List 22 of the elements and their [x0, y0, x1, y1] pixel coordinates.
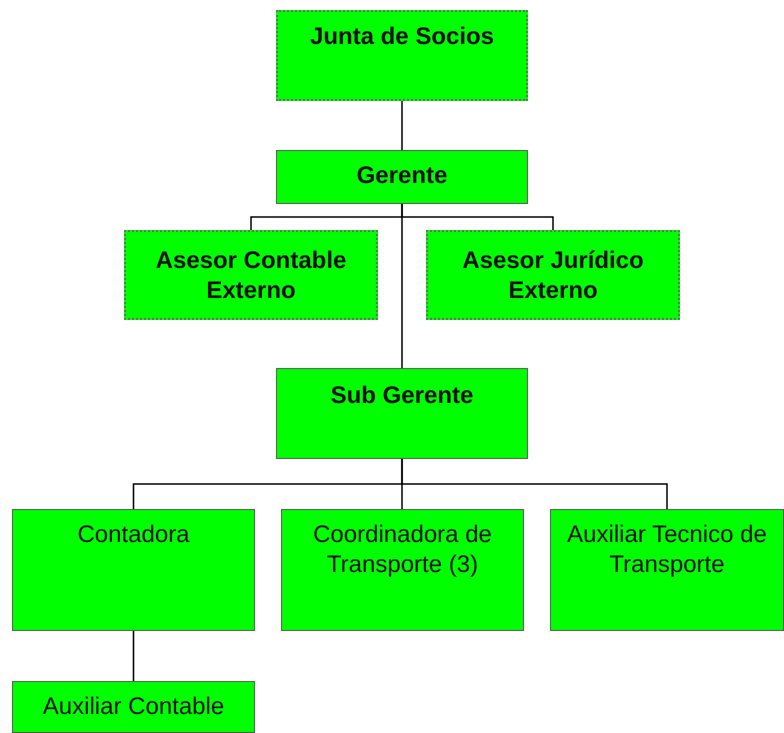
connector-line	[401, 204, 403, 368]
position-title: Asesor Jurídico Externo	[461, 246, 645, 306]
position-box	[12, 509, 255, 631]
position-title: Coordinadora de Transporte (3)	[312, 520, 493, 580]
position-box	[281, 509, 524, 631]
position-box	[276, 368, 528, 459]
position-title: Asesor Contable Externo	[154, 246, 348, 306]
position-box	[124, 230, 378, 320]
position-title: Gerente	[356, 161, 448, 191]
position-title: Auxiliar Contable	[42, 692, 224, 722]
connector-line	[132, 631, 134, 681]
position-box	[426, 230, 680, 320]
position-title: Junta de Socios	[310, 22, 494, 52]
connector-line	[401, 101, 403, 150]
position-title: Sub Gerente	[330, 381, 474, 411]
position-box	[276, 150, 528, 204]
position-title: Contadora	[77, 520, 190, 550]
connector-line	[401, 459, 668, 509]
position-box	[12, 681, 255, 733]
position-box	[276, 10, 528, 101]
position-box	[550, 509, 784, 631]
position-title: Auxiliar Tecnico de Transporte	[566, 520, 768, 580]
